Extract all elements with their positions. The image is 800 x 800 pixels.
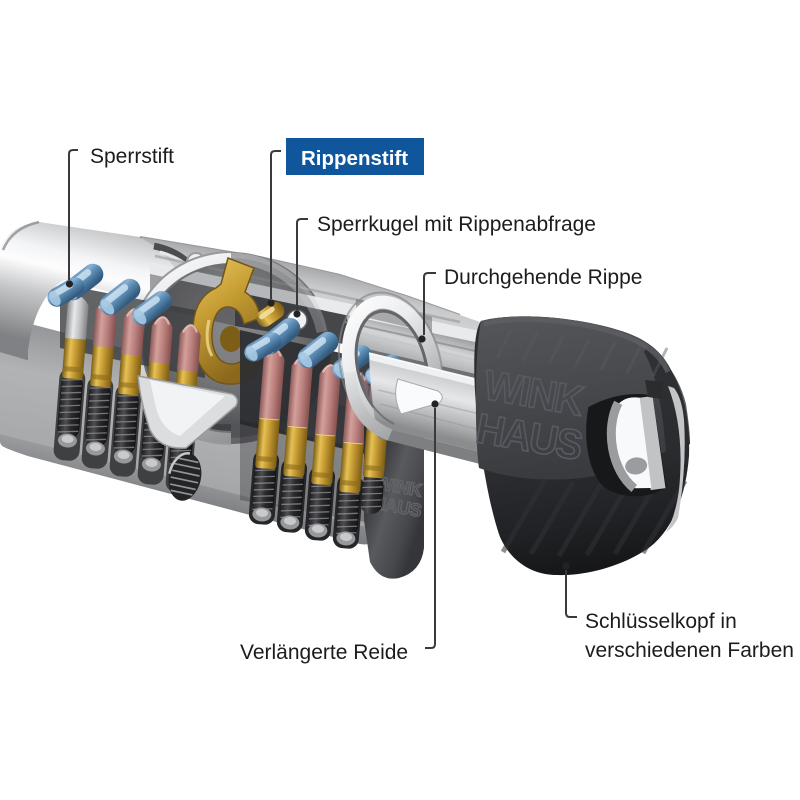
svg-text:Durchgehende Rippe: Durchgehende Rippe — [444, 266, 642, 289]
svg-text:Schlüsselkopf in: Schlüsselkopf in — [585, 610, 737, 633]
svg-text:Sperrkugel mit Rippenabfrage: Sperrkugel mit Rippenabfrage — [317, 213, 596, 236]
svg-text:Verlängerte Reide: Verlängerte Reide — [240, 641, 408, 664]
svg-text:Sperrstift: Sperrstift — [90, 145, 174, 168]
svg-text:verschiedenen Farben: verschiedenen Farben — [585, 639, 794, 662]
svg-text:Rippenstift: Rippenstift — [301, 147, 408, 170]
